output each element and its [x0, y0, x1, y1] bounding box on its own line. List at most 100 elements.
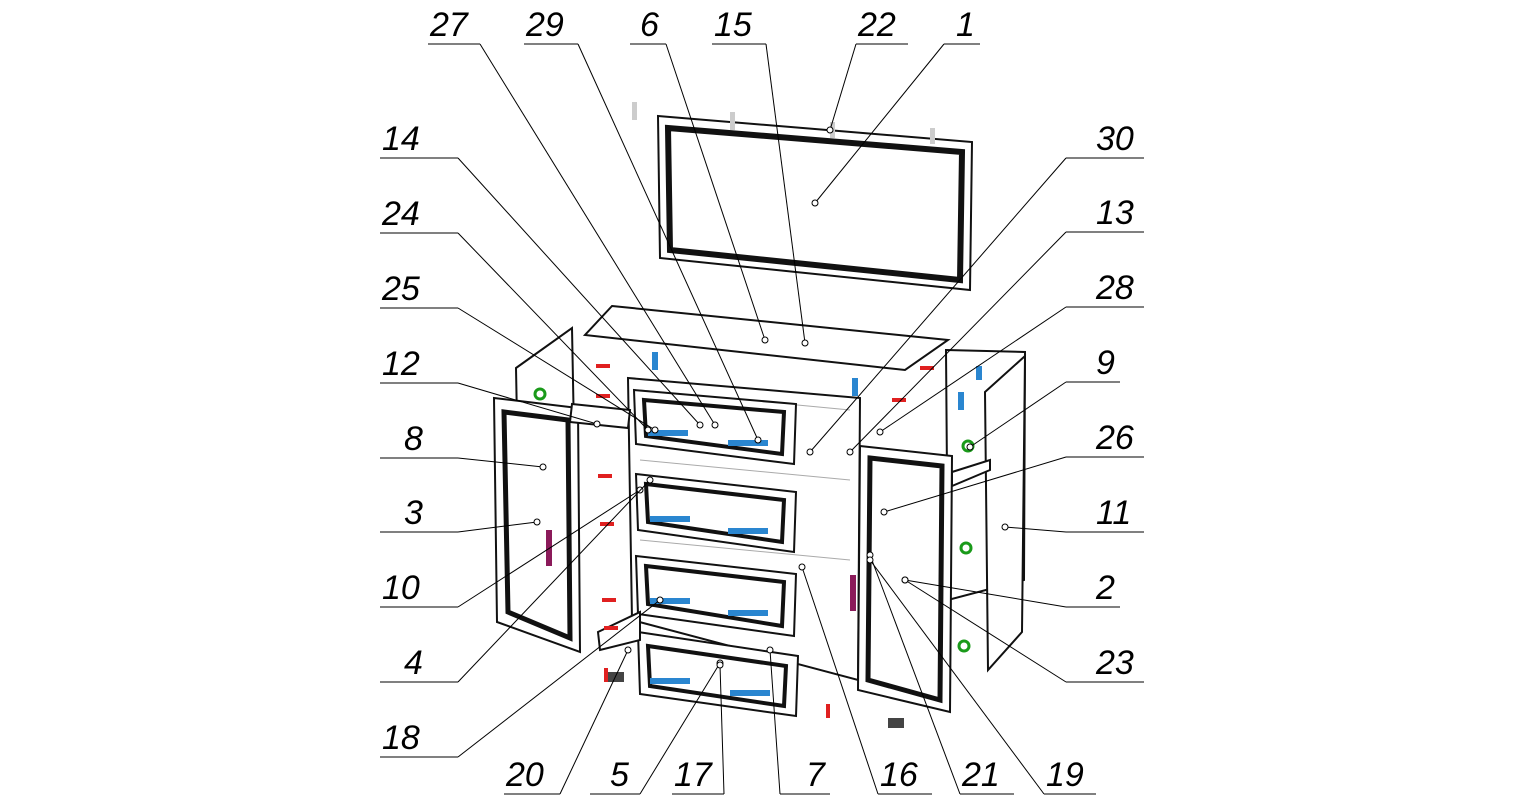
leader-dot	[754, 436, 762, 444]
leader-line	[457, 157, 701, 426]
callout-number: 4	[404, 644, 423, 682]
right-door-panel	[983, 353, 1027, 673]
leader-dot	[766, 646, 774, 654]
callout-number: 10	[382, 569, 420, 607]
leader-line	[801, 566, 879, 795]
callout-16: 16	[798, 563, 932, 795]
leader-line	[457, 232, 649, 431]
callout-number: 14	[382, 120, 420, 158]
callout-number: 27	[429, 6, 469, 44]
leader-line	[457, 479, 651, 683]
callout-number: 8	[404, 420, 423, 458]
leader-line	[559, 649, 629, 795]
leader-dot	[876, 428, 884, 436]
leader-line	[457, 382, 598, 425]
callout-26: 26	[880, 419, 1144, 516]
leader-dot	[761, 336, 769, 344]
callout-number: 25	[381, 270, 420, 308]
callout-number: 26	[1095, 419, 1134, 457]
callout-11: 11	[1001, 494, 1144, 533]
callout-29: 29	[524, 6, 762, 444]
callout-18: 18	[380, 596, 664, 758]
callout-number: 17	[674, 756, 713, 794]
callout-number: 6	[640, 6, 659, 44]
leader-dot	[646, 476, 654, 484]
callout-27: 27	[428, 6, 719, 429]
leader-dot	[716, 661, 724, 669]
callout-4: 4	[380, 476, 654, 683]
leader-dot	[880, 508, 888, 516]
leader-line	[457, 489, 641, 608]
callout-13: 13	[846, 194, 1144, 456]
leader-dot	[644, 426, 652, 434]
leader-line	[814, 43, 945, 204]
callout-28: 28	[876, 269, 1144, 436]
callout-7: 7	[766, 646, 830, 795]
leader-dot	[711, 421, 719, 429]
callout-number: 2	[1095, 569, 1115, 607]
leader-line	[665, 43, 766, 341]
callout-number: 23	[1095, 644, 1134, 682]
leader-dot	[1001, 523, 1009, 531]
callout-22: 22	[826, 6, 908, 134]
leader-line	[849, 231, 1067, 453]
callout-number: 16	[880, 756, 918, 794]
callout-number: 3	[404, 494, 423, 532]
callout-17: 17	[672, 661, 725, 795]
leader-dot	[656, 596, 664, 604]
callout-10: 10	[380, 486, 644, 608]
leader-line	[904, 579, 1067, 608]
drawer-2	[634, 472, 798, 554]
leader-line	[869, 559, 1045, 795]
callout-15: 15	[712, 6, 809, 347]
callout-14: 14	[380, 120, 704, 429]
leader-dot	[811, 199, 819, 207]
callout-number: 13	[1096, 194, 1134, 232]
callout-number: 11	[1096, 494, 1131, 532]
callout-number: 24	[381, 195, 420, 233]
callout-25: 25	[380, 270, 659, 434]
callout-12: 12	[380, 345, 601, 428]
callout-number: 22	[857, 6, 896, 44]
right-door	[850, 444, 954, 714]
leader-line	[809, 157, 1067, 453]
leader-line	[457, 457, 544, 468]
leader-line	[879, 306, 1067, 433]
leader-dot	[806, 448, 814, 456]
leader-dot	[539, 463, 547, 471]
callout-number: 28	[1095, 269, 1134, 307]
callout-30: 30	[806, 120, 1144, 456]
callout-8: 8	[380, 420, 547, 471]
callout-6: 6	[630, 6, 769, 344]
callout-number: 5	[610, 756, 629, 794]
callout-20: 20	[504, 646, 632, 795]
callout-number: 30	[1096, 120, 1134, 158]
callout-24: 24	[380, 195, 652, 434]
callout-number: 9	[1096, 344, 1115, 382]
leader-dot	[801, 339, 809, 347]
callout-number: 7	[806, 756, 826, 794]
callout-number: 18	[382, 719, 420, 757]
leader-line	[765, 43, 806, 344]
right-shelf	[951, 458, 991, 488]
leader-line	[969, 381, 1067, 448]
callout-number: 19	[1046, 756, 1084, 794]
leader-line	[639, 662, 721, 795]
leader-dot	[798, 563, 806, 571]
callout-3: 3	[380, 494, 541, 533]
callout-number: 20	[505, 756, 544, 794]
leader-dot	[826, 126, 834, 134]
leader-line	[457, 599, 661, 758]
leader-dot	[866, 556, 874, 564]
leader-line	[829, 43, 857, 131]
leader-line	[904, 579, 1067, 683]
leader-dot	[624, 646, 632, 654]
drawer-4	[636, 630, 800, 718]
callout-19: 19	[866, 556, 1096, 795]
leader-line	[719, 664, 725, 795]
callout-number: 12	[382, 345, 420, 383]
leader-line	[869, 554, 961, 795]
leader-dot	[593, 420, 601, 428]
